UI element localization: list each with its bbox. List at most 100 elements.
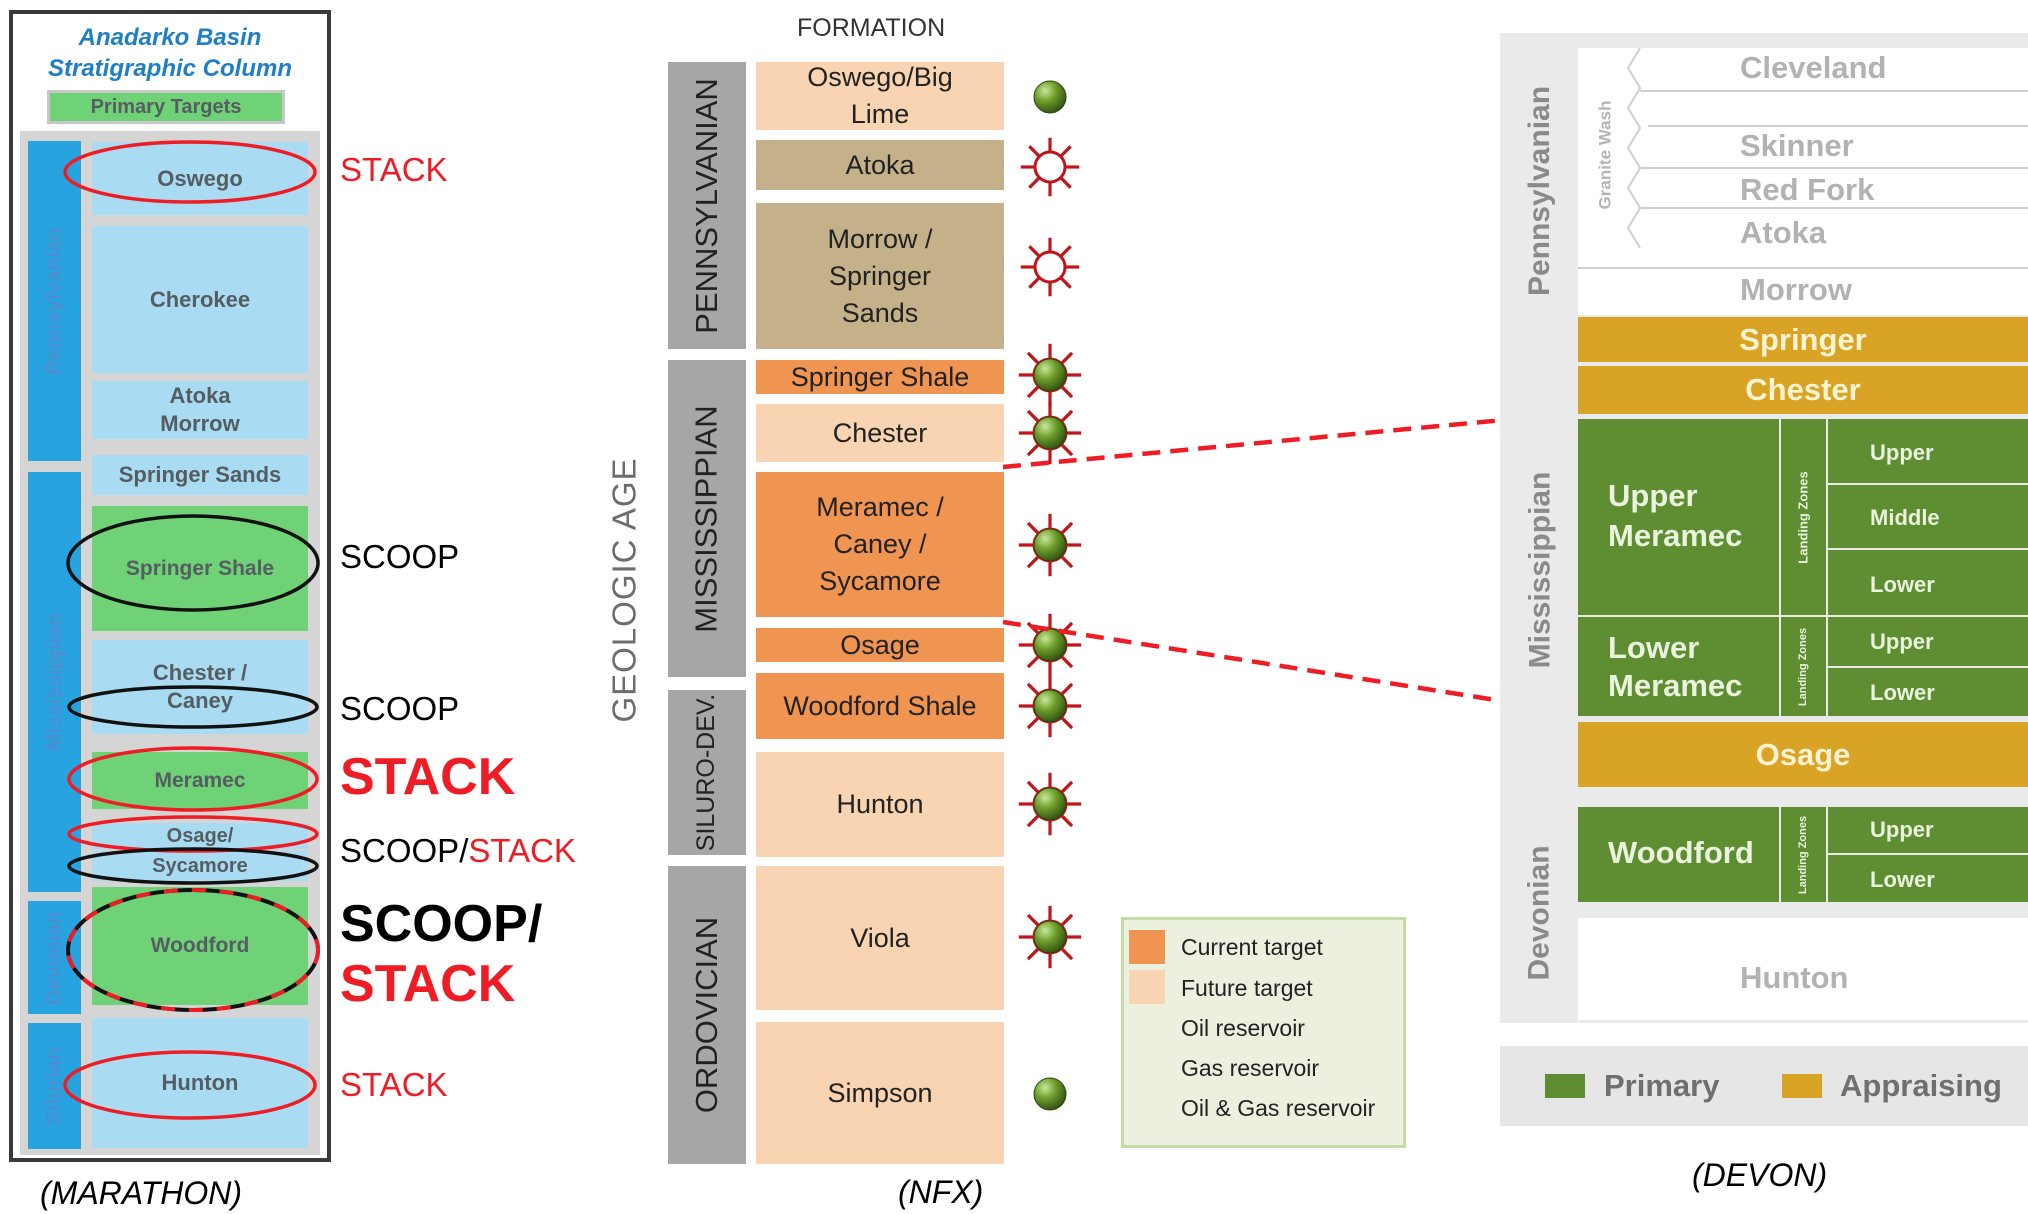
devon-era-devonian: Devonian: [1523, 844, 1556, 981]
label-osage-scoop: SCOOP/: [340, 832, 469, 869]
nfx-formation-10: Viola: [756, 866, 1004, 1010]
devon-woodford: Woodford: [1578, 807, 1779, 902]
atoka-label: Atoka: [169, 383, 231, 408]
nfx-formation-3-line-3: Sands: [841, 297, 919, 328]
label-woodford-stack: STACK: [340, 955, 516, 1013]
devon-osage: Osage: [1578, 722, 2028, 787]
age-pennsylvanian: PENNSYLVANIAN: [668, 62, 746, 349]
marathon-title-line1: Anadarko Basin: [78, 24, 262, 51]
nfx-formation-4: Springer Shale: [756, 360, 1004, 394]
age-siluro-devonian: SILURO-DEV.: [668, 690, 746, 855]
upper-meramec-label: Upper Meramec: [1608, 476, 1742, 556]
label-oswego-stack: STACK: [340, 151, 448, 188]
formation-oswego: Oswego: [92, 142, 308, 215]
lower-meramec-landing-zones: Landing Zones: [1781, 617, 1826, 716]
um-zone-lower: Lower: [1828, 550, 2028, 615]
formation-woodford: Woodford: [92, 887, 308, 1005]
devon-morrow: Morrow: [1740, 272, 1852, 307]
devon-hunton: Hunton: [1740, 960, 1849, 995]
marathon-frame: [9, 10, 331, 1162]
legend-current-swatch: [1129, 930, 1165, 964]
formation-osage: Osage/: [92, 823, 308, 849]
nfx-formation-6: Meramec / Caney / Sycamore: [756, 472, 1004, 617]
woodford-label: Woodford: [1608, 835, 1754, 870]
caney-label: Caney: [166, 688, 234, 713]
upper-meramec-landing-zones: Landing Zones: [1781, 419, 1826, 615]
label-woodford-scoop: SCOOP/: [340, 895, 543, 953]
legend-primary-swatch: [1545, 1074, 1585, 1098]
lm-zone-lower: Lower: [1828, 668, 2028, 716]
marathon-title-line2: Stratigraphic Column: [47, 55, 293, 82]
nfx-formation-8: Woodford Shale: [756, 673, 1004, 739]
formation-cherokee: Cherokee: [92, 226, 308, 373]
marathon-title: Anadarko Basin Stratigraphic Column: [13, 22, 327, 84]
legend-gas-text: Gas reservoir: [1181, 1055, 1320, 1081]
age-ordovician: ORDOVICIAN: [668, 866, 746, 1164]
devon-upper-meramec: Upper Meramec: [1578, 419, 1779, 615]
formation-springer-shale: Springer Shale: [92, 506, 308, 631]
devon-red-fork: Red Fork: [1740, 172, 1875, 207]
devon-springer: Springer: [1578, 317, 2028, 362]
nfx-formation-6-line-3: Sycamore: [819, 566, 941, 596]
legend-future-swatch: [1129, 970, 1165, 1004]
label-hunton-stack: STACK: [340, 1066, 448, 1103]
woodford-landing-zones: Landing Zones: [1781, 807, 1826, 902]
caption-devon: (DEVON): [1692, 1157, 1828, 1193]
nfx-formation-7: Osage: [756, 628, 1004, 662]
nfx-formation-5: Chester: [756, 404, 1004, 462]
nfx-formation-5-line-1: Chester: [832, 417, 928, 448]
legend-appraising-swatch: [1782, 1074, 1822, 1098]
lm-zone-upper: Upper: [1828, 617, 2028, 666]
devon-lower-meramec: Lower Meramec: [1578, 617, 1779, 716]
label-meramec-stack: STACK: [340, 748, 516, 806]
nfx-formation-1-line-1: Oswego/Big: [807, 62, 953, 92]
nfx-formation-4-line-1: Springer Shale: [790, 361, 970, 392]
nfx-formation-7-line-1: Osage: [840, 629, 920, 660]
nfx-axis-label: GEOLOGIC AGE: [606, 457, 644, 723]
legend-future-text: Future target: [1181, 975, 1313, 1001]
lower-meramec-line2: Meramec: [1608, 668, 1743, 703]
primary-targets-legend: Primary Targets: [47, 90, 285, 124]
formation-springer-sands: Springer Sands: [92, 455, 308, 495]
legend-current-text: Current target: [1181, 934, 1323, 960]
wf-zone-lower: Lower: [1828, 855, 2028, 902]
nfx-formation-8-line-1: Woodford Shale: [783, 690, 977, 721]
upper-meramec-line2: Meramec: [1608, 518, 1743, 553]
label-springer-scoop: SCOOP: [340, 538, 460, 575]
devon-hunton-block: [1578, 918, 2028, 1020]
age-mississippian: MISSISSIPPIAN: [668, 360, 746, 677]
wf-zone-upper: Upper: [1828, 807, 2028, 853]
devon-cleveland: Cleveland: [1740, 50, 1887, 85]
nfx-legend: Current target Future target Oil reservo…: [1121, 917, 1406, 1148]
formation-atoka-morrow: Atoka Morrow: [92, 381, 308, 439]
era-pennsylvanian: Pennsylvanian: [28, 141, 81, 461]
devon-atoka: Atoka: [1740, 215, 1827, 250]
nfx-formation-3-line-1: Morrow /: [827, 223, 933, 254]
era-devonian: Devonian: [28, 901, 81, 1014]
nfx-formation-1-line-2: Lime: [850, 99, 910, 129]
label-chester-scoop: SCOOP: [340, 690, 460, 727]
um-zone-upper: Upper: [1828, 419, 2028, 483]
nfx-formation-6-line-1: Meramec /: [816, 492, 944, 522]
legend-oilgas-text: Oil & Gas reservoir: [1181, 1095, 1376, 1121]
formation-sycamore: Sycamore: [92, 851, 308, 881]
era-mississippian: Mississippian: [28, 472, 81, 892]
devon-era-pennsylvanian: Pennsylvanian: [1523, 85, 1556, 296]
formation-meramec: Meramec: [92, 752, 308, 809]
caption-marathon: (MARATHON): [40, 1175, 243, 1211]
nfx-formation-2: Atoka: [756, 140, 1004, 190]
devon-skinner: Skinner: [1740, 128, 1854, 163]
devon-era-mississippian: Mississippian: [1523, 471, 1557, 669]
legend-appraising-text: Appraising: [1840, 1068, 2002, 1103]
nfx-formation-header: FORMATION: [797, 14, 946, 42]
nfx-formation-6-line-2: Caney /: [833, 529, 927, 559]
lower-meramec-label: Lower Meramec: [1608, 629, 1742, 705]
devon-legend: Primary Appraising: [1500, 1046, 2028, 1126]
devon-pennsylvanian-block: [1578, 48, 2028, 315]
nfx-formation-10-line-1: Viola: [850, 922, 910, 953]
label-osage-stack: STACK: [468, 832, 576, 869]
nfx-formation-2-line-1: Atoka: [845, 149, 915, 180]
